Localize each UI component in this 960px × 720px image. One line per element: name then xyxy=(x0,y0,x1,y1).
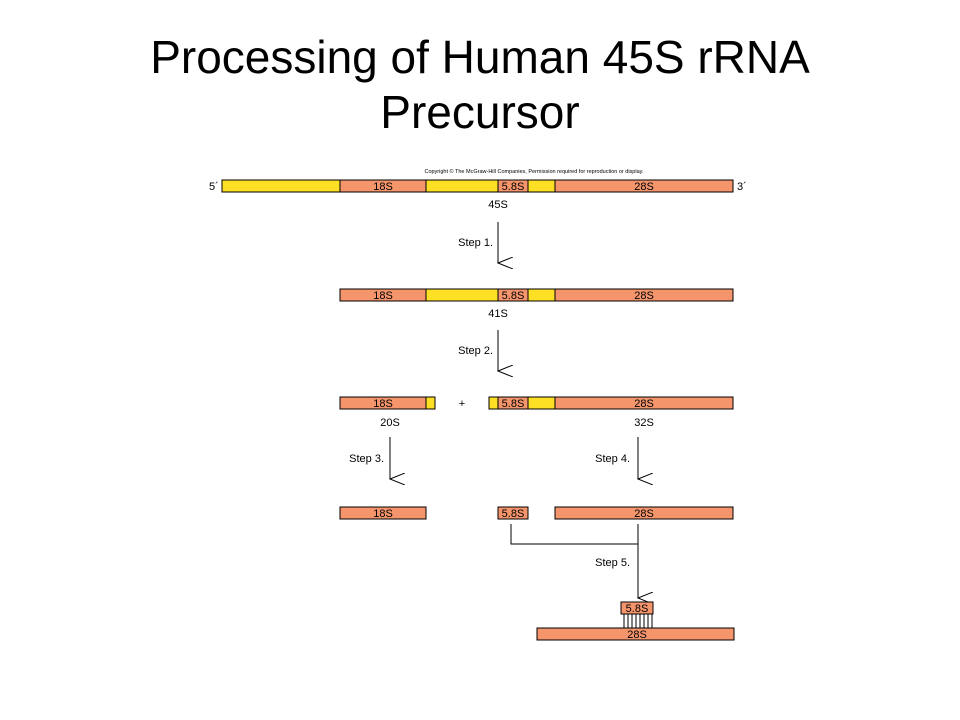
label-41s: 41S xyxy=(488,308,508,320)
segment-28s xyxy=(536,627,735,641)
label-28s: 28S xyxy=(634,508,654,520)
step-4-label: Step 4. xyxy=(595,453,630,465)
spacer-its2 xyxy=(527,288,556,302)
label-28s: 28S xyxy=(634,181,654,193)
spacer-its1-fragment xyxy=(488,396,499,410)
title-line-2: Precursor xyxy=(380,86,580,138)
spacer-5-ets xyxy=(221,179,341,193)
five-prime-label: 5´ xyxy=(209,181,219,193)
label-18s: 18S xyxy=(373,398,393,410)
segment-5-8s xyxy=(497,506,529,520)
label-20s: 20S xyxy=(380,417,400,429)
spacer-its1 xyxy=(425,288,499,302)
step-5-connector xyxy=(510,524,638,545)
mature-5-8s: 5.8S xyxy=(497,506,529,520)
segment-18s xyxy=(339,506,427,520)
label-5-8s: 5.8S xyxy=(502,508,525,520)
slide-title: Processing of Human 45S rRNA Precursor xyxy=(0,30,960,140)
precursor-20s: 18S 20S xyxy=(339,396,436,429)
label-18s: 18S xyxy=(373,290,393,302)
label-32s: 32S xyxy=(634,417,654,429)
paired-5-8s-28s-complex: 5.8S 28S xyxy=(536,601,735,641)
precursor-41s: 18S 5.8S 28S 41S xyxy=(339,288,734,320)
label-28s: 28S xyxy=(627,629,647,641)
label-5-8s: 5.8S xyxy=(502,290,525,302)
label-18s: 18S xyxy=(373,508,393,520)
segment-28s xyxy=(554,288,734,302)
spacer-its2 xyxy=(527,179,556,193)
step-2-label: Step 2. xyxy=(458,345,493,357)
precursor-32s: 5.8S 28S 32S xyxy=(488,396,734,429)
precursor-45s: 5´ 18S 5.8S 28S 3´ 45S xyxy=(209,179,747,211)
label-28s: 28S xyxy=(634,398,654,410)
label-18s: 18S xyxy=(373,181,393,193)
label-5-8s: 5.8S xyxy=(502,398,525,410)
title-line-1: Processing of Human 45S rRNA xyxy=(150,31,810,83)
step-5-label: Step 5. xyxy=(595,557,630,569)
copyright-note: Copyright © The McGraw-Hill Companies, P… xyxy=(424,168,644,175)
step-1-label: Step 1. xyxy=(458,237,493,249)
label-5-8s: 5.8S xyxy=(626,603,649,615)
segment-28s xyxy=(554,506,734,520)
mature-28s: 28S xyxy=(554,506,734,520)
label-5-8s: 5.8S xyxy=(502,181,525,193)
three-prime-label: 3´ xyxy=(737,181,747,193)
plus-sign: + xyxy=(459,398,465,410)
segment-5-8s xyxy=(620,601,654,615)
base-pairing-lines xyxy=(623,614,653,628)
label-45s: 45S xyxy=(488,199,508,211)
spacer-its1-fragment xyxy=(425,396,436,410)
label-28s: 28S xyxy=(634,290,654,302)
segment-28s xyxy=(554,179,734,193)
mature-18s: 18S xyxy=(339,506,427,520)
step-3-label: Step 3. xyxy=(349,453,384,465)
spacer-its1 xyxy=(425,179,499,193)
segment-28s xyxy=(554,396,734,410)
spacer-its2 xyxy=(527,396,556,410)
